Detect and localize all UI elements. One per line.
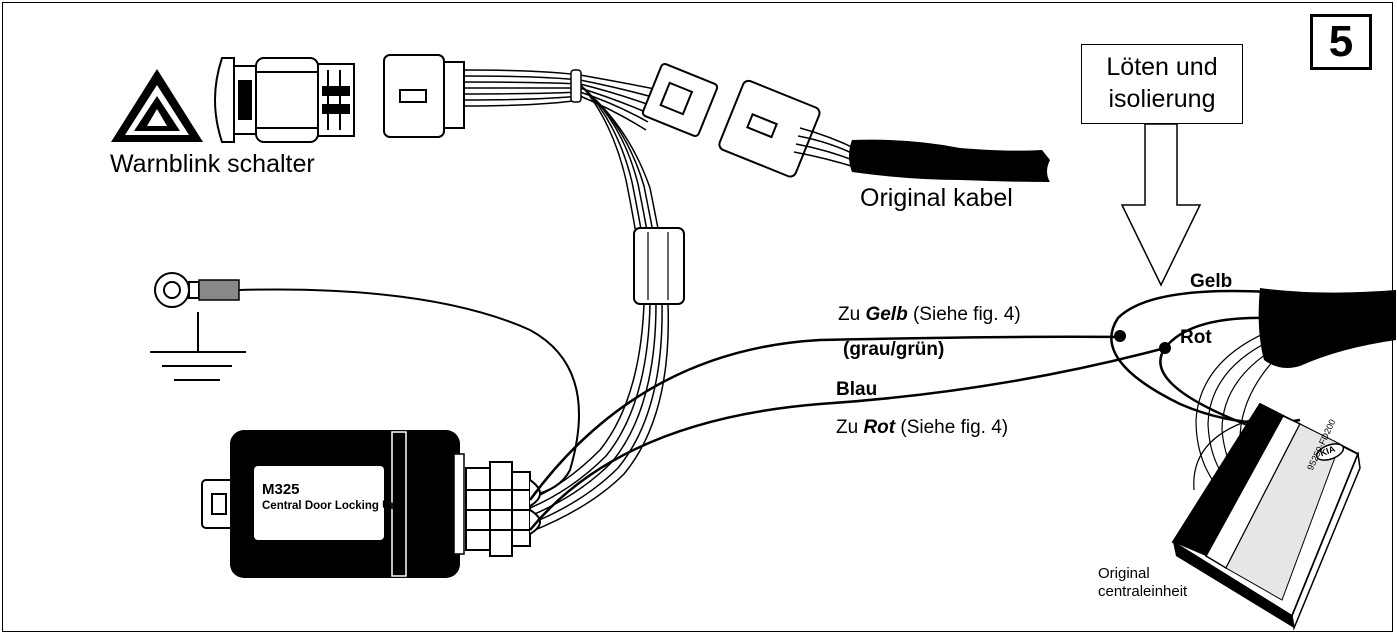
to-red-suffix: (Siehe fig. 4) [895,417,1009,438]
solder-note-line1: Löten und [1106,53,1218,81]
harness-connector-mid [641,63,821,178]
original-unit-label-line1: Original [1098,565,1150,582]
solder-joint-rot [1159,342,1171,354]
figure-number: 5 [1310,14,1372,70]
solder-note-line2: isolierung [1108,85,1216,113]
to-yellow-color: Gelb [865,304,908,325]
solder-joint-gelb [1114,330,1126,342]
ground-wire [238,288,580,497]
wire-label-gray-green: (grau/grün) [843,339,945,360]
m325-model-label: M325 [262,481,300,498]
wire-label-to-yellow: Zu Gelb (Siehe fig. 4) [838,305,1021,324]
to-yellow-suffix: (Siehe fig. 4) [907,304,1021,325]
cable-tie [570,69,582,103]
ground-terminal [154,272,240,308]
original-cable [849,139,1050,182]
down-arrow-icon [1120,123,1202,287]
hazard-switch-label: Warnblink schalter [110,150,315,178]
wire-label-rot: Rot [1180,327,1212,348]
original-harness-bundle [1258,288,1396,368]
hazard-triangle-icon [111,69,203,142]
m325-label-plate [254,466,384,540]
to-red-color: Rot [863,417,896,438]
solder-note-box: Löten und isolierung [1081,44,1243,124]
hazard-switch [214,57,355,143]
wire-gray-green [528,335,1121,501]
to-red-prefix: Zu [836,417,864,438]
original-cable-label: Original kabel [860,184,1013,212]
wire-blue [529,346,1166,531]
original-central-unit [1171,402,1361,631]
to-yellow-prefix: Zu [838,304,866,325]
wire-label-blue: Blau [836,379,878,400]
wire-label-gelb: Gelb [1190,271,1233,292]
ground-symbol [150,312,246,381]
wire-label-to-red: Zu Rot (Siehe fig. 4) [836,418,1008,437]
harness-wires-lower [529,303,670,533]
m325-connector [465,461,541,557]
original-unit-label-line2: centraleinheit [1098,583,1188,600]
m325-description-label: Central Door Locking Unit [262,500,405,512]
harness-connector-left [383,54,465,138]
ferrite-sleeve [633,227,685,305]
